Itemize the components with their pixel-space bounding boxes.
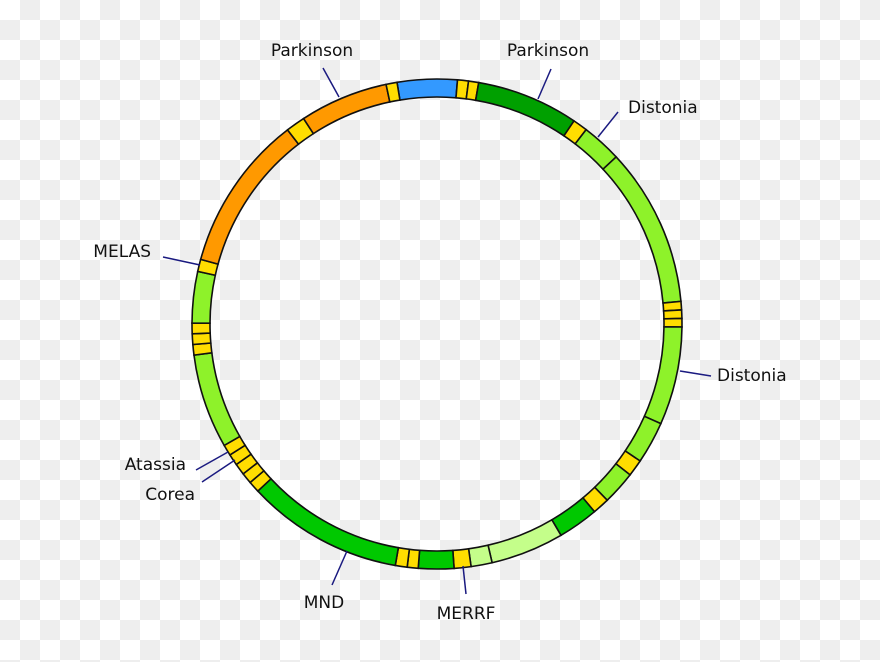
ring-segment-dark-green	[474, 81, 576, 137]
label-distonia-top: Distonia	[628, 98, 698, 118]
leader-distonia-right	[679, 370, 712, 377]
label-mnd: MND	[304, 593, 344, 613]
label-corea: Corea	[145, 485, 195, 505]
leader-distonia-top	[597, 111, 619, 138]
leader-mnd	[331, 550, 348, 586]
ring-segment-yellow	[191, 322, 212, 335]
ring-segment-blue	[396, 78, 459, 101]
label-merrf: MERRF	[437, 604, 496, 624]
ring-segment-green	[417, 549, 455, 570]
ring-segment-pale-green	[487, 518, 563, 564]
label-parkinson-right: Parkinson	[507, 41, 589, 61]
ring-segment-orange	[302, 83, 391, 135]
label-distonia-right: Distonia	[717, 366, 787, 386]
ring-segment-light-green	[601, 155, 682, 304]
ring-segment-yellow	[191, 332, 212, 346]
ring-segment-orange	[199, 128, 300, 266]
ring-segment-light-green	[643, 325, 683, 425]
leader-corea	[201, 459, 236, 483]
label-parkinson-left: Parkinson	[271, 41, 353, 61]
ring-segment-yellow	[663, 317, 683, 328]
label-melas: MELAS	[93, 242, 151, 262]
ring-segment-pale-green	[467, 544, 494, 568]
leader-merrf	[462, 565, 467, 595]
leader-melas	[162, 256, 201, 266]
label-atassia: Atassia	[125, 455, 186, 475]
leader-parkinson-left	[322, 67, 340, 98]
ring-segment-green	[256, 477, 400, 567]
ring-segment-yellow	[451, 547, 473, 570]
leader-atassia	[195, 451, 229, 471]
ring-segment-yellow	[662, 309, 683, 320]
ring-segment-light-green	[193, 351, 241, 447]
genome-ring	[191, 78, 683, 570]
leader-parkinson-right	[537, 68, 552, 100]
ring-segment-light-green	[191, 270, 217, 325]
ring-segment-yellow	[385, 81, 401, 103]
